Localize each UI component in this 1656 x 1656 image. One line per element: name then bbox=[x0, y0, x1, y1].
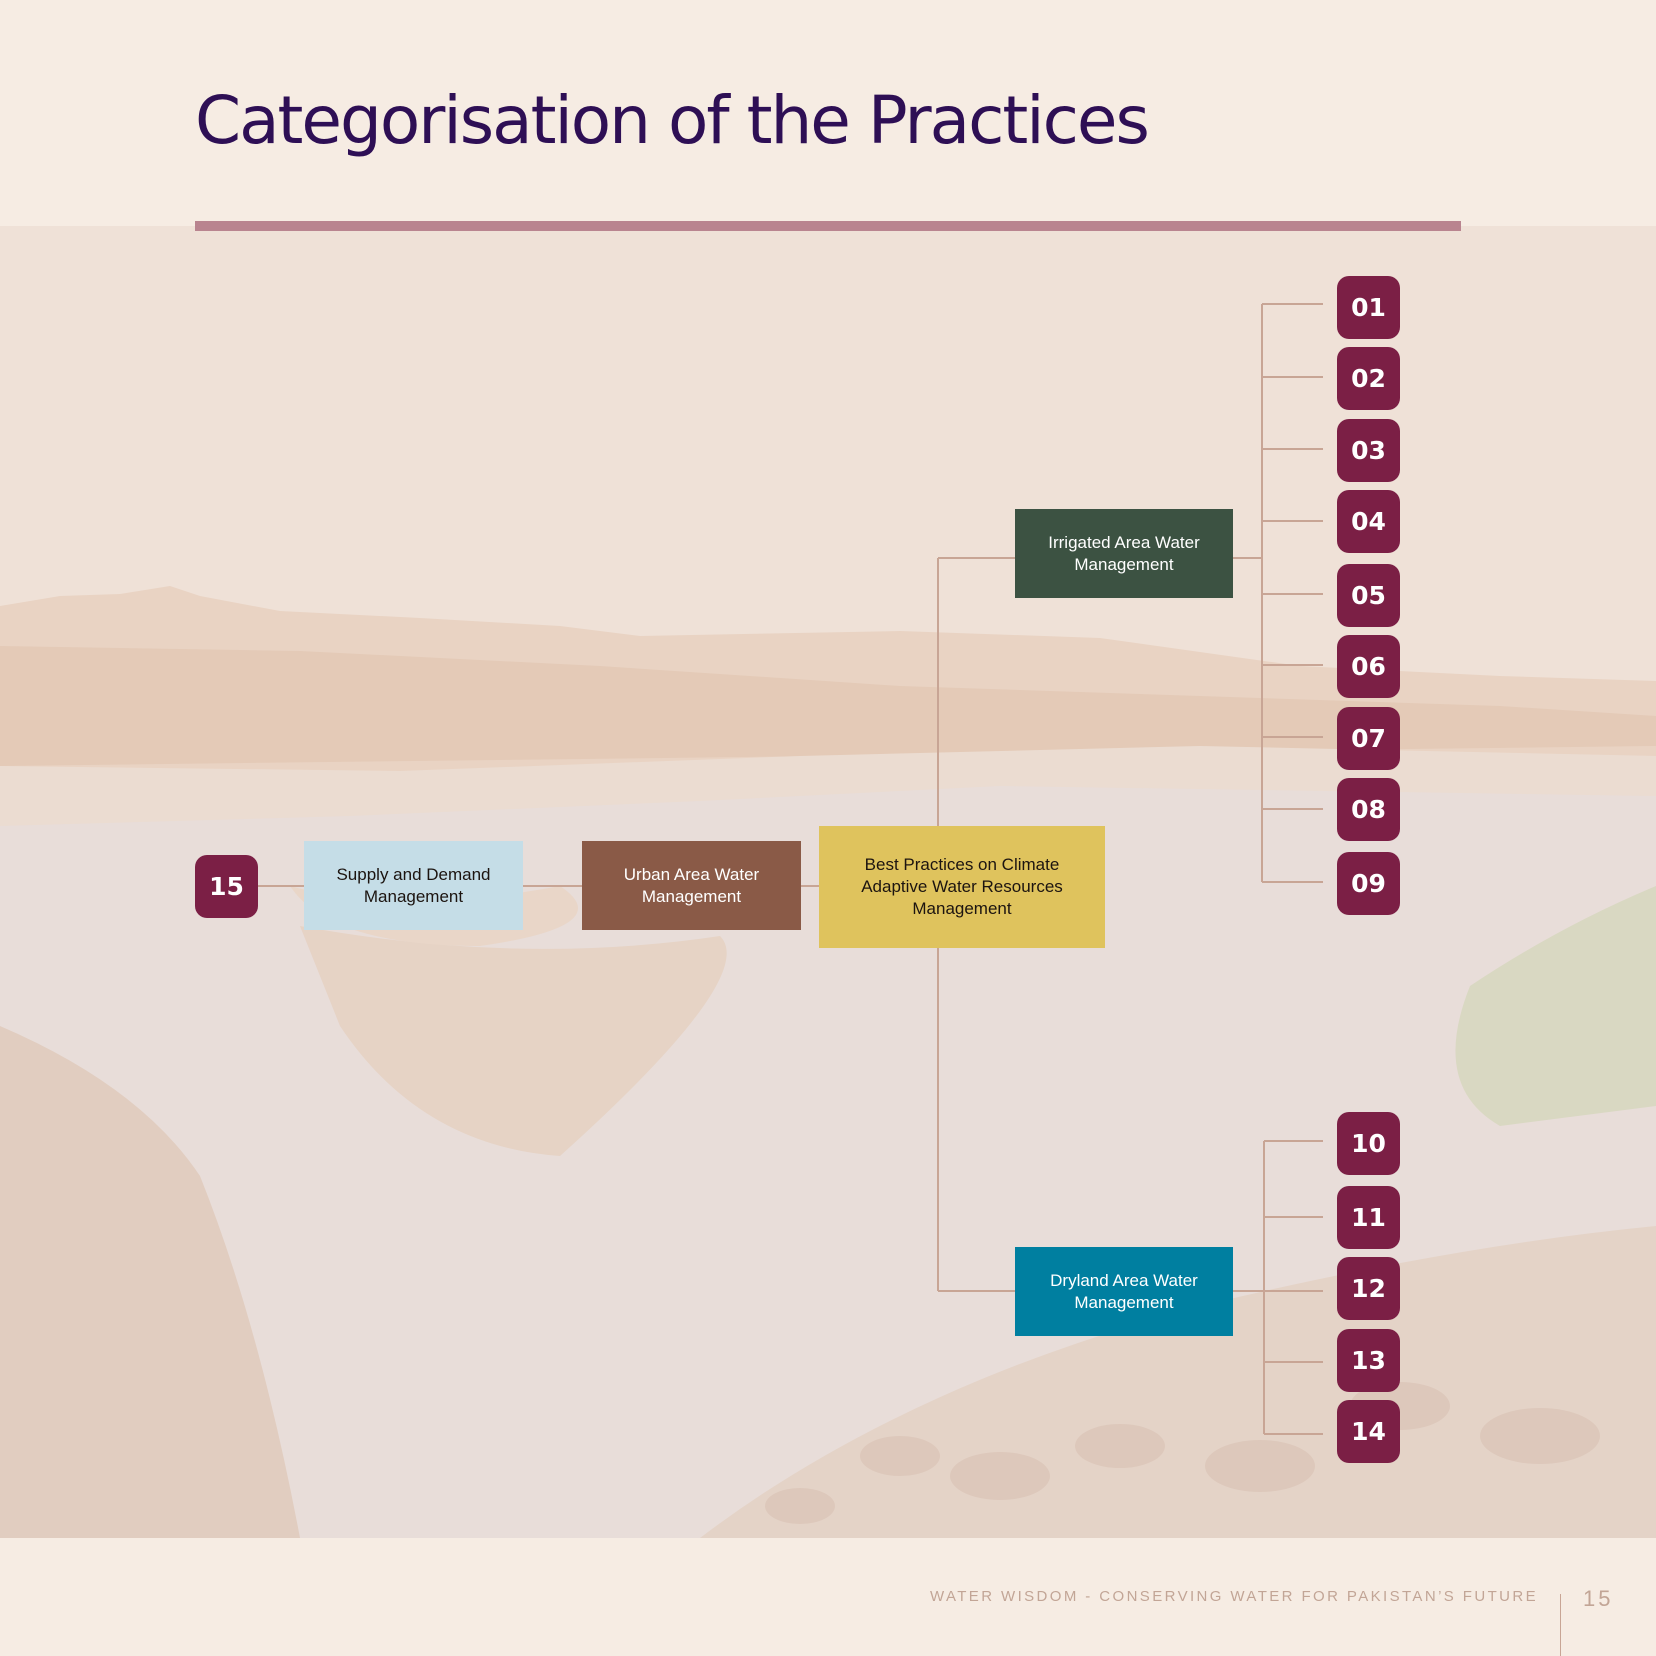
practice-badge-14: 14 bbox=[1337, 1400, 1400, 1463]
footer-divider bbox=[1560, 1594, 1561, 1656]
practice-badge-02: 02 bbox=[1337, 347, 1400, 410]
page-title: Categorisation of the Practices bbox=[195, 82, 1150, 159]
practice-badge-13: 13 bbox=[1337, 1329, 1400, 1392]
practice-badge-12: 12 bbox=[1337, 1257, 1400, 1320]
dryland-area-box: Dryland Area Water Management bbox=[1015, 1247, 1233, 1336]
irrigated-area-label: Irrigated Area Water Management bbox=[1048, 532, 1200, 574]
central-practices-label: Best Practices on Climate Adaptive Water… bbox=[861, 855, 1063, 918]
dryland-area-label: Dryland Area Water Management bbox=[1050, 1270, 1198, 1312]
practice-badge-15: 15 bbox=[195, 855, 258, 918]
practice-badge-08: 08 bbox=[1337, 778, 1400, 841]
supply-demand-box: Supply and Demand Management bbox=[304, 841, 523, 930]
practice-badge-04: 04 bbox=[1337, 490, 1400, 553]
title-rule bbox=[195, 221, 1461, 231]
urban-area-box: Urban Area Water Management bbox=[582, 841, 801, 930]
supply-demand-label: Supply and Demand Management bbox=[336, 864, 491, 906]
page-number: 15 bbox=[1583, 1586, 1614, 1611]
irrigated-area-box: Irrigated Area Water Management bbox=[1015, 509, 1233, 598]
footer-publication-title: WATER WISDOM - CONSERVING WATER FOR PAKI… bbox=[929, 1588, 1538, 1605]
practice-badge-11: 11 bbox=[1337, 1186, 1400, 1249]
practice-badge-06: 06 bbox=[1337, 635, 1400, 698]
practice-badge-05: 05 bbox=[1337, 564, 1400, 627]
urban-area-label: Urban Area Water Management bbox=[623, 864, 760, 906]
practice-badge-09: 09 bbox=[1337, 852, 1400, 915]
central-practices-box: Best Practices on Climate Adaptive Water… bbox=[819, 826, 1105, 948]
practice-badge-01: 01 bbox=[1337, 276, 1400, 339]
practice-badge-03: 03 bbox=[1337, 419, 1400, 482]
practice-badge-07: 07 bbox=[1337, 707, 1400, 770]
practice-badge-10: 10 bbox=[1337, 1112, 1400, 1175]
